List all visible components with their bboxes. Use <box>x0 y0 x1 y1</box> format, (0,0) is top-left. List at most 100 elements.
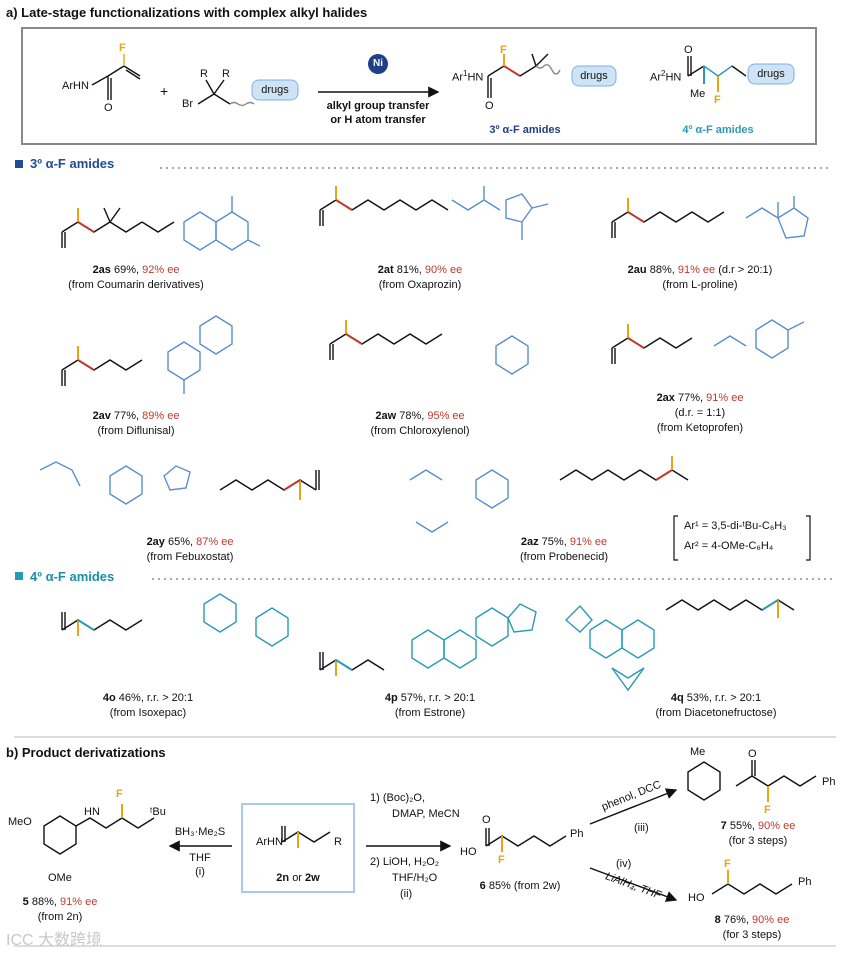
p6-o: O <box>482 814 491 826</box>
structure-2ax <box>611 324 693 364</box>
start-amide-label: ArHN <box>256 836 283 848</box>
source-2as: (from Coumarin derivatives) <box>68 279 204 291</box>
proline-ring <box>745 196 809 239</box>
caption-2at: 2at 81%, 90% ee <box>377 264 463 276</box>
structure-2aw <box>329 320 443 360</box>
source-2at: (from Oxaprozin) <box>378 279 462 291</box>
structure-5 <box>43 804 155 855</box>
step-ii: (ii) <box>400 888 413 900</box>
start-compound-label: 2n or 2w <box>276 872 320 884</box>
source-5: (from 2n) <box>37 911 83 923</box>
source-8: (for 3 steps) <box>722 929 782 941</box>
p5-tbu: ᵗBu <box>150 806 166 818</box>
diflunisal-rings <box>167 315 233 394</box>
product4-oxygen: O <box>684 44 693 56</box>
caption-2au: 2au 88%, 91% ee (d.r > 20:1) <box>627 264 773 276</box>
product4-class-label: 4º α-F amides <box>682 124 754 136</box>
ar1-definition: Ar¹ = 3,5-di-ᵗBu-C₆H₃ <box>684 520 787 532</box>
drugs-box-reactant <box>251 79 299 101</box>
structure-2av <box>61 346 143 386</box>
caption-2as: 2as 69%, 92% ee <box>92 264 180 276</box>
product3-oxygen: O <box>485 100 494 112</box>
product4-structure <box>687 56 747 92</box>
product4-drugs: drugs <box>757 68 785 80</box>
arrow-to-7 <box>589 788 678 825</box>
step-iii: (iii) <box>634 822 649 834</box>
caption-4q: 4q 53%, r.r. > 20:1 <box>670 692 762 704</box>
arrow-label-line2: or H atom transfer <box>330 114 426 126</box>
section4-heading: 4º α-F amides <box>30 569 115 584</box>
p5-fluorine: F <box>116 788 123 800</box>
nickel-catalyst-badge <box>368 54 388 74</box>
product3-class-label: 3º α-F amides <box>489 124 561 136</box>
source-2aw: (from Chloroxylenol) <box>370 425 470 437</box>
arrow-label-line1: alkyl group transfer <box>326 100 430 112</box>
drugs-box-product3 <box>571 65 617 87</box>
p5-nh: HN <box>84 806 100 818</box>
watermark: ICC 大数跨境 <box>6 932 103 949</box>
structure-2ay-chain <box>219 470 320 500</box>
reagent-i: BH₃·Me₂S <box>174 826 226 838</box>
oxazole-ring <box>451 186 549 240</box>
step-iv: (iv) <box>616 858 632 870</box>
section-a-title: a) Late-stage functionalizations with co… <box>6 5 368 20</box>
structure-2az <box>409 469 509 533</box>
chloroxylenol-ring <box>495 335 529 375</box>
estrone-rings <box>411 603 537 669</box>
reactant1-oxygen: O <box>104 102 113 114</box>
caption-7: 7 55%, 90% ee <box>720 820 796 832</box>
solvent-i: THF <box>189 852 211 864</box>
product3-drugs: drugs <box>580 70 608 82</box>
product3-amide: Ar1HN <box>452 69 484 84</box>
p8-ph: Ph <box>798 876 812 888</box>
ar2-definition: Ar² = 4-OMe-C₆H₄ <box>684 540 774 552</box>
structure-2az-chain <box>559 456 689 481</box>
p7-o: O <box>748 748 757 760</box>
structure-2as <box>61 207 175 248</box>
structure-4p <box>319 652 385 676</box>
drugs-box-product4 <box>747 63 795 85</box>
p7-ph: Ph <box>822 776 836 788</box>
arrow-to-8 <box>589 867 678 902</box>
p7-me: Me <box>690 746 706 758</box>
start-r-label: R <box>334 836 342 848</box>
reagent-ii-line2: DMAP, MeCN <box>392 808 460 820</box>
caption-8: 8 76%, 90% ee <box>714 914 790 926</box>
product3-fluorine: F <box>500 44 507 56</box>
reactant1-amide-label: ArHN <box>62 80 89 92</box>
caption-4o: 4o 46%, r.r. > 20:1 <box>102 692 194 704</box>
start-material-structure <box>281 826 331 848</box>
source-4p: (from Estrone) <box>394 707 466 719</box>
p8-ho: HO <box>688 892 705 904</box>
reactant2-structure <box>197 79 255 107</box>
caption-2az: 2az 75%, 91% ee <box>520 536 608 548</box>
coumarin-ring <box>183 196 261 251</box>
reactant1-fluorine: F <box>119 42 126 54</box>
p5-meo: MeO <box>8 816 32 828</box>
section3-heading: 3º α-F amides <box>30 156 115 171</box>
structure-8 <box>711 870 793 895</box>
catalyst-label: Ni <box>373 58 383 69</box>
product3-structure <box>487 53 561 98</box>
start-material-box <box>241 803 355 893</box>
p6-ho: HO <box>460 846 477 858</box>
p5-ome: OMe <box>48 872 72 884</box>
caption-2ax: 2ax 77%, 91% ee <box>656 392 744 404</box>
reagent-ii-line1: 1) (Boc)₂O, <box>370 792 425 804</box>
step-i: (i) <box>195 866 205 878</box>
reagent-ii-line3: 2) LiOH, H₂O₂ <box>370 856 440 868</box>
source-2av: (from Diflunisal) <box>97 425 175 437</box>
p7-fluorine: F <box>764 804 771 816</box>
extra-2ax: (d.r. = 1:1) <box>674 407 726 419</box>
caption-4p: 4p 57%, r.r. > 20:1 <box>384 692 476 704</box>
structure-4q <box>564 604 655 692</box>
p6-ph: Ph <box>570 828 584 840</box>
caption-2av: 2av 77%, 89% ee <box>92 410 180 422</box>
structure-4q-chain <box>665 599 795 618</box>
isoxepac-rings <box>203 593 289 647</box>
reactant2-bromine: Br <box>182 98 193 110</box>
plus-sign: + <box>160 83 169 99</box>
section4-bullet <box>15 572 23 580</box>
